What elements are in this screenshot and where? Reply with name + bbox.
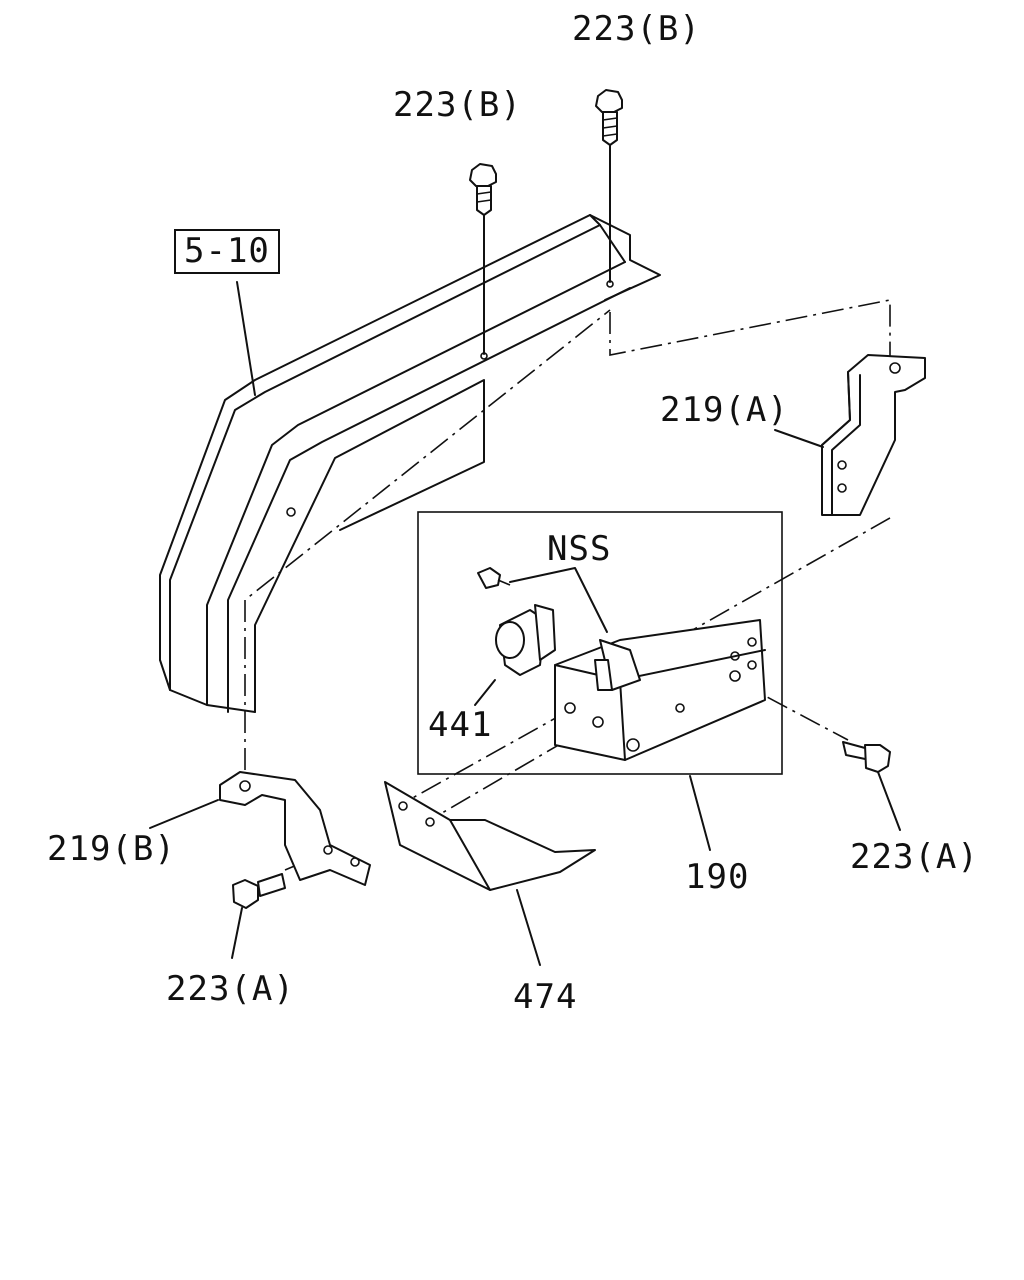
bolt-223b-mid [469, 163, 497, 355]
callout-223a-right: 223(A) [850, 837, 979, 877]
bolt-223b-top [595, 89, 623, 283]
callout-441: 441 [428, 705, 493, 745]
callout-219a: 219(A) [660, 390, 789, 430]
detail-box-190 [417, 511, 783, 775]
bolt-223a-right [842, 741, 901, 831]
bracket-219a [774, 354, 926, 516]
bracket-190 [554, 619, 766, 851]
screw-nss [477, 567, 608, 633]
callout-223b-mid: 223(B) [393, 85, 522, 125]
callout-474: 474 [513, 977, 578, 1017]
callout-5-10: 5-10 [174, 229, 280, 274]
callout-219b: 219(B) [47, 829, 176, 869]
bracket-219b [149, 771, 371, 886]
callout-nss: NSS [547, 529, 612, 569]
bolt-223a-left [231, 873, 286, 959]
fender-assembly-5-10 [159, 214, 661, 713]
callout-223b-top: 223(B) [572, 9, 701, 49]
callout-190: 190 [685, 857, 750, 897]
component-441 [474, 604, 556, 706]
callout-223a-left: 223(A) [166, 969, 295, 1009]
plate-474 [384, 781, 596, 966]
